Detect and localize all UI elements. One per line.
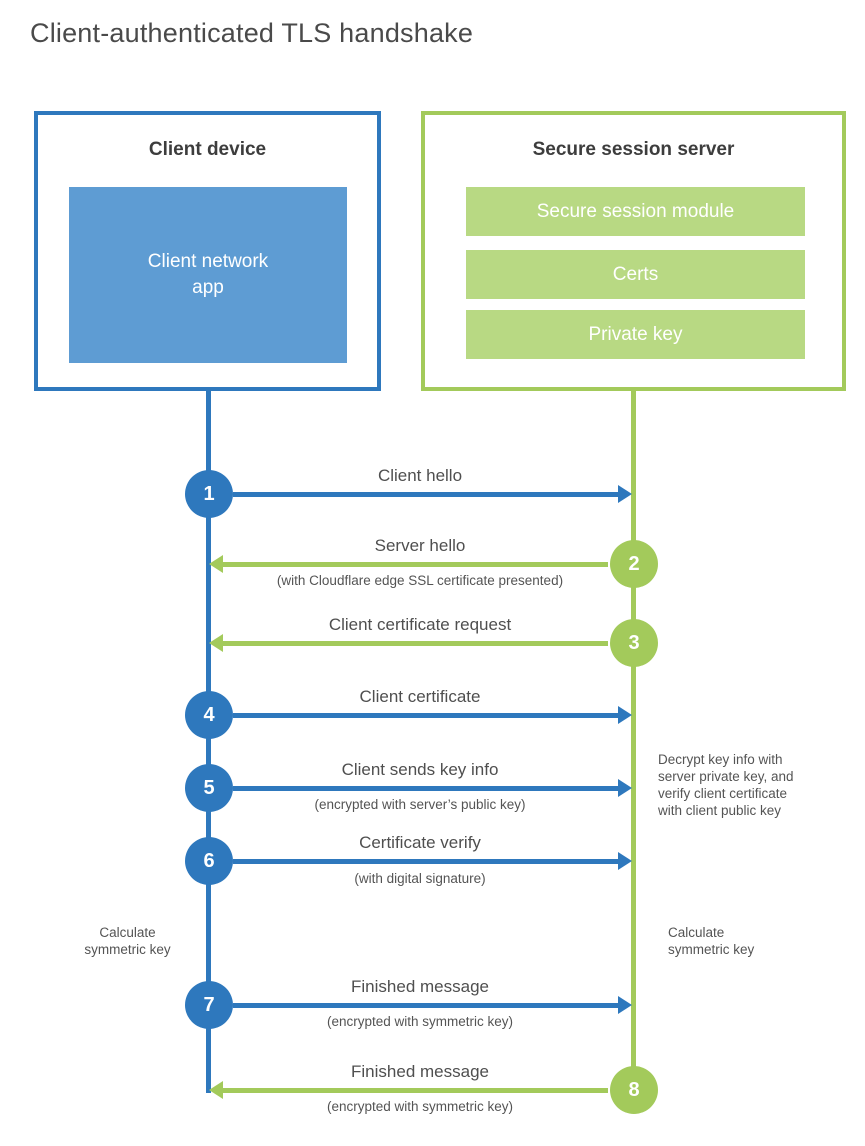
step-3-badge: 3 [610, 619, 658, 667]
step-1-label: Client hello [377, 466, 463, 485]
calculate-symmetric-key-note-client: Calculate symmetric key [84, 925, 171, 957]
step-7-arrow [233, 996, 632, 1014]
client-network-app-box: Client network app [69, 187, 347, 363]
step-8-label: Finished message [351, 1062, 489, 1081]
secure-session-server-box: Secure session server Secure session mod… [421, 111, 846, 391]
step-8-sublabel: (encrypted with symmetric key) [326, 1099, 514, 1114]
step-7-sublabel: (encrypted with symmetric key) [326, 1014, 514, 1029]
server-module-certs: Certs [466, 250, 805, 299]
step-6-badge: 6 [185, 837, 233, 885]
step-4-arrow [233, 706, 632, 724]
client-device-title: Client device [148, 139, 267, 160]
page-title: Client-authenticated TLS handshake [30, 18, 474, 48]
step-8-arrow [209, 1081, 608, 1099]
step-4-badge: 4 [185, 691, 233, 739]
step-2-sublabel: (with Cloudflare edge SSL certificate pr… [276, 573, 564, 588]
step-7-badge: 7 [185, 981, 233, 1029]
client-device-box: Client device Client network app [34, 111, 381, 391]
step-1-arrow [233, 485, 632, 503]
calculate-symmetric-key-note-server: Calculate symmetric key [668, 925, 755, 957]
step-3-label: Client certificate request [328, 615, 512, 634]
step-5-arrow [233, 779, 632, 797]
step-1-badge: 1 [185, 470, 233, 518]
server-module-private-key: Private key [466, 310, 805, 359]
step-7-label: Finished message [351, 977, 489, 996]
secure-session-server-title: Secure session server [532, 139, 735, 160]
server-lifeline [631, 389, 636, 1090]
step-5-label: Client sends key info [341, 760, 499, 779]
step-2-arrow [209, 555, 608, 573]
client-lifeline [206, 389, 211, 1093]
step-6-label: Certificate verify [359, 833, 481, 852]
step-5-badge: 5 [185, 764, 233, 812]
step-3-arrow [209, 634, 608, 652]
step-6-arrow [233, 852, 632, 870]
step-2-badge: 2 [610, 540, 658, 588]
step-6-sublabel: (with digital signature) [354, 871, 486, 886]
step-2-label: Server hello [374, 536, 466, 555]
step-4-label: Client certificate [359, 687, 481, 706]
server-module-secure-session: Secure session module [466, 187, 805, 236]
step-8-badge: 8 [610, 1066, 658, 1114]
decrypt-key-info-note: Decrypt key info with server private key… [658, 752, 794, 818]
step-5-sublabel: (encrypted with server’s public key) [314, 797, 526, 812]
